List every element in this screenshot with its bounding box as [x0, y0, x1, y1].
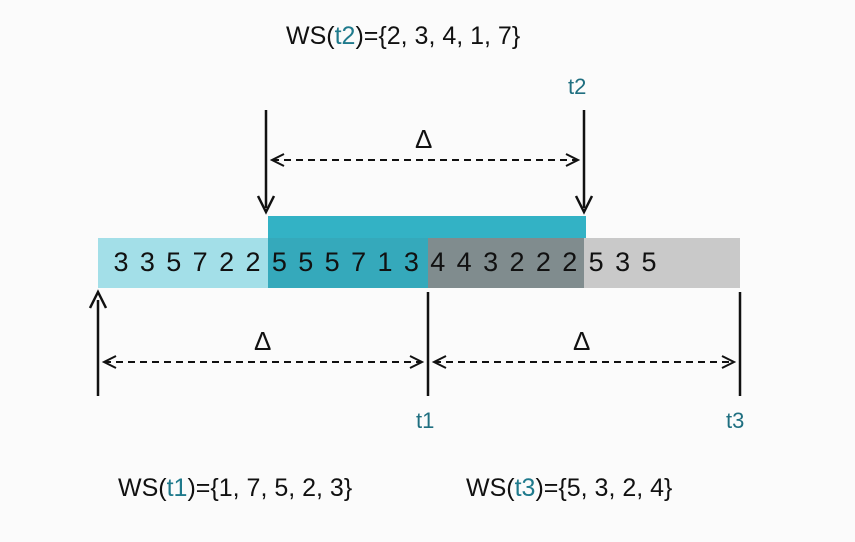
- bar-segment-light-gray: [584, 238, 740, 288]
- t2-delta-arrow-right: [565, 153, 581, 167]
- t3-delta-arrow-right: [721, 355, 737, 369]
- t2-delta-arrow-left: [269, 153, 285, 167]
- sequence-digit: 2: [509, 247, 525, 277]
- sequence-digit: 7: [351, 247, 367, 277]
- sequence-digit: 5: [271, 247, 287, 277]
- sequence-digit: 2: [562, 247, 578, 277]
- sequence-digit: 5: [166, 247, 182, 277]
- t3-delta-arrow-left: [431, 355, 447, 369]
- t3-label: t3: [726, 408, 745, 433]
- t1-window-left-arrow-head: [88, 289, 108, 309]
- bar-segment-light-cyan: [98, 238, 270, 288]
- delta-t2: Δ: [415, 124, 433, 154]
- sequence-digit: 5: [641, 247, 657, 277]
- t2-window-left-arrow-head: [256, 195, 276, 215]
- sequence-digit: 3: [113, 247, 129, 277]
- sequence-digit: 5: [324, 247, 340, 277]
- bar-segment-window-t2: [268, 216, 586, 238]
- sequence-digit: 1: [377, 247, 393, 277]
- sequence-digit: 3: [403, 247, 419, 277]
- t1-label: t1: [416, 408, 435, 433]
- bar-segment-teal: [268, 238, 428, 288]
- t1-delta-arrow-left: [101, 355, 117, 369]
- sequence-digit: 3: [615, 247, 631, 277]
- delta-t1: Δ: [254, 326, 272, 356]
- ws-t2-label: WS(t2)={2, 3, 4, 1, 7}: [286, 22, 521, 50]
- sequence-digit: 3: [483, 247, 499, 277]
- sequence-digit: 2: [535, 247, 551, 277]
- sequence-digit: 3: [139, 247, 155, 277]
- delta-t3: Δ: [573, 326, 591, 356]
- sequence-digit: 2: [219, 247, 235, 277]
- sequence-digit: 5: [588, 247, 604, 277]
- t1-delta-arrow-right: [409, 355, 425, 369]
- sequence-digit: 4: [456, 247, 472, 277]
- sequence-digit: 7: [192, 247, 208, 277]
- ws-t1-label: WS(t1)={1, 7, 5, 2, 3}: [118, 474, 353, 502]
- ws-t3-label: WS(t3)={5, 3, 2, 4}: [466, 474, 673, 502]
- t2-label: t2: [568, 74, 587, 99]
- sequence-digit: 4: [430, 247, 446, 277]
- t2-window-right-arrow-head: [574, 195, 594, 215]
- sequence-digit: 2: [245, 247, 261, 277]
- bar-segment-dark-gray: [428, 238, 584, 288]
- sequence-digit: 5: [298, 247, 314, 277]
